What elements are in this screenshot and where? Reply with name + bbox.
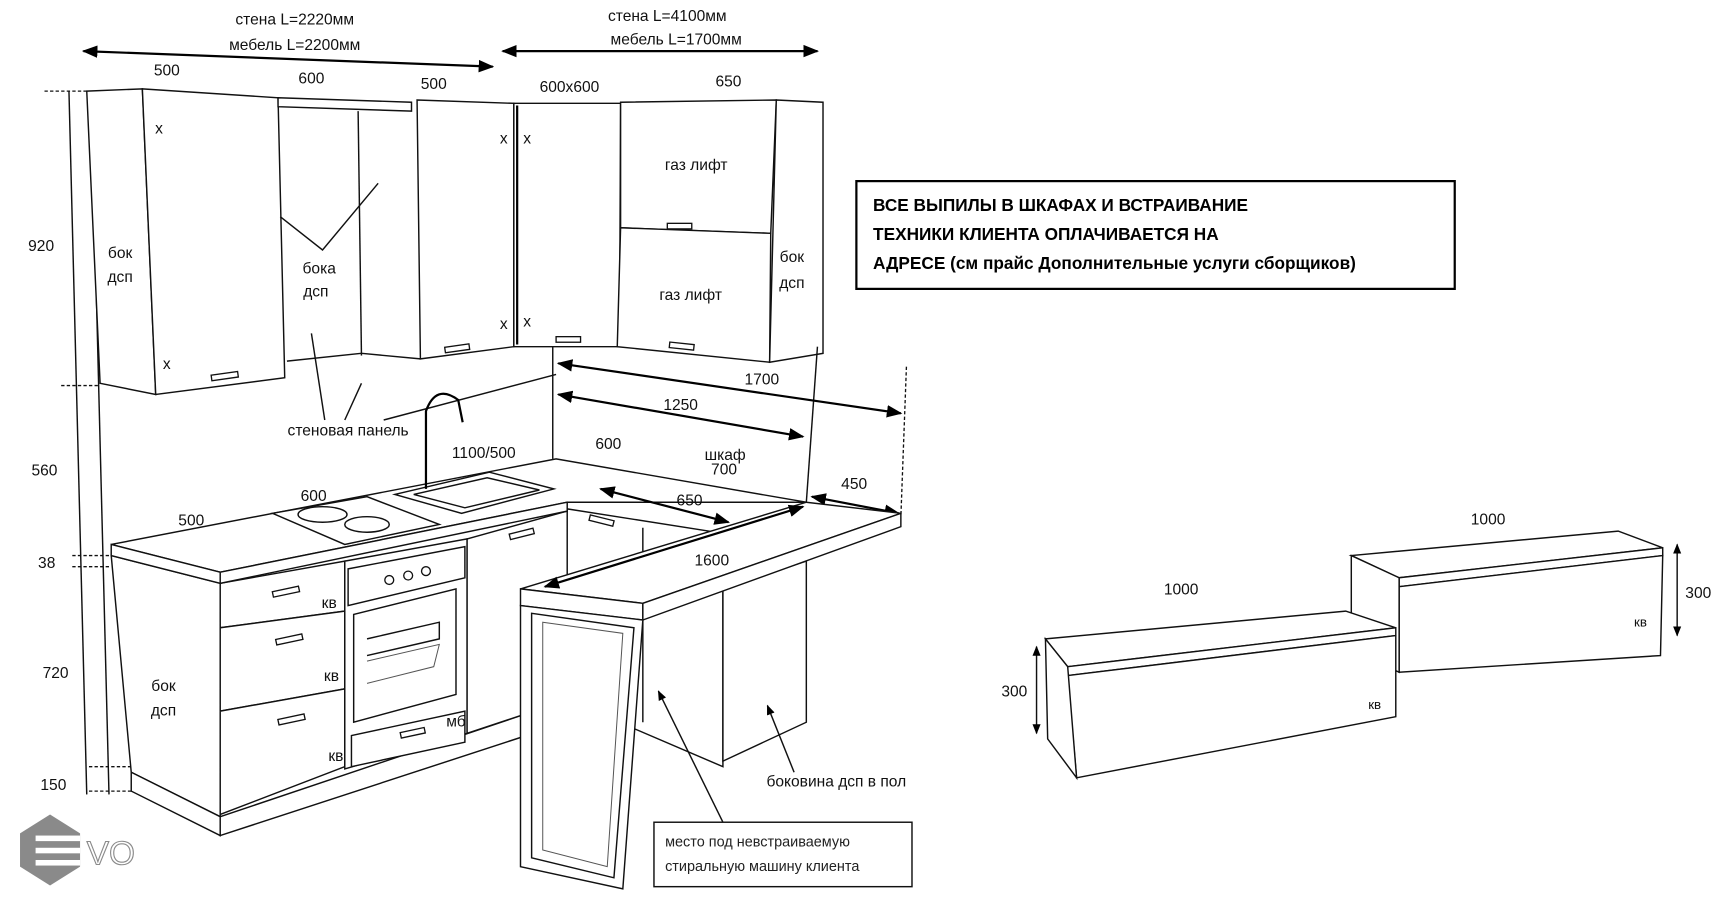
dim-450: 450 [841, 476, 867, 493]
label-side-dsp: бок [151, 678, 176, 695]
left-wall-length: стена L=2220мм [235, 11, 354, 28]
bench-2-height: 300 [1685, 585, 1711, 602]
handle [210, 370, 240, 382]
label-sides-dsp: бока [303, 260, 337, 277]
upper-width-2: 600 [298, 70, 324, 87]
height-560: 560 [32, 463, 58, 480]
evo-logo: VO [20, 814, 135, 886]
washer-note-box [653, 821, 913, 888]
label-side-dsp: дсп [151, 703, 176, 720]
upper-width-4: 600x600 [540, 79, 600, 96]
right-furniture-length: мебель L=1700мм [611, 31, 742, 48]
faucet [424, 392, 464, 489]
bench-2: 1000 300 кв [1348, 511, 1712, 674]
label-cabinet-depth: 700 [711, 461, 737, 478]
label-sink: 1100/500 [452, 445, 516, 462]
label-gas-lift: газ лифт [659, 287, 722, 304]
bench-1-kv: кв [1368, 697, 1381, 712]
hinge-mark: x [500, 316, 508, 333]
upper-cabinet-500-door [141, 88, 286, 396]
annotations: боковина дсп в пол место под невстраивае… [653, 690, 913, 888]
dim-500: 500 [178, 513, 204, 530]
notice-line: АДРЕСЕ (см прайс Дополнительные услуги с… [873, 253, 1356, 273]
label-side-dsp: бок [780, 249, 805, 266]
label-drawer-kv: кв [328, 748, 343, 765]
height-920: 920 [28, 238, 54, 255]
label-gas-lift: газ лифт [665, 157, 728, 174]
svg-text:VO: VO [87, 835, 135, 872]
hinge-mark: x [523, 314, 531, 331]
label-oven-drawer: мб [446, 714, 466, 731]
oven-drawer [350, 710, 466, 768]
dim-1600: 1600 [694, 553, 729, 570]
label-cabinet: шкаф [705, 447, 746, 464]
dim-600: 600 [595, 436, 621, 453]
hinge-mark: x [500, 130, 508, 147]
bench-1-width: 1000 [1164, 581, 1199, 598]
dim-1700: 1700 [745, 371, 780, 388]
wall-panel: стеновая панель 1700 1250 600 шкаф 700 4… [288, 333, 908, 517]
hinge-mark: x [163, 356, 171, 373]
label-drawer-kv: кв [322, 595, 337, 612]
top-dimensions: стена L=2220мм мебель L=2200мм стена L=4… [81, 8, 820, 96]
countertop: 600 500 1100/500 650 [110, 392, 807, 585]
label-side-dsp: бок [108, 245, 133, 262]
height-720: 720 [43, 665, 69, 682]
label-wall-panel: стеновая панель [288, 423, 409, 440]
label-drawer-kv: кв [324, 668, 339, 685]
upper-right-side-panel [768, 99, 824, 364]
dim-1250: 1250 [663, 397, 698, 414]
bar-counter: 1600 [519, 501, 902, 890]
notice-line: ВСЕ ВЫПИЛЫ В ШКАФАХ И ВСТРАИВАНИЕ [873, 195, 1248, 215]
oven-door [352, 587, 457, 724]
side-panel-to-floor [722, 560, 808, 763]
upper-cabinets: бок дсп бока дсп газ лифт газ лифт бок д… [85, 88, 824, 396]
handle [555, 336, 582, 343]
hob [269, 495, 442, 546]
height-38: 38 [38, 555, 55, 572]
open-shelf-top [277, 97, 413, 112]
bench-2-width: 1000 [1471, 511, 1506, 528]
sink [391, 471, 557, 515]
handle [443, 343, 471, 354]
bench-1: 1000 300 кв [1001, 581, 1397, 781]
handle [668, 341, 695, 351]
notice-line: ТЕХНИКИ КЛИЕНТА ОПЛАЧИВАЕТСЯ НА [873, 224, 1219, 244]
hinge-mark: x [155, 120, 163, 137]
dim-650: 650 [677, 493, 703, 510]
bench-2-kv: кв [1634, 615, 1647, 630]
upper-width-1: 500 [154, 63, 180, 80]
notice-box: ВСЕ ВЫПИЛЫ В ШКАФАХ И ВСТРАИВАНИЕ ТЕХНИК… [855, 180, 1456, 290]
hinge-mark: x [523, 130, 531, 147]
label-side-floor: боковина дсп в пол [767, 774, 907, 791]
bench-1-height: 300 [1001, 684, 1027, 701]
left-furniture-length: мебель L=2200мм [229, 37, 360, 54]
label-side-dsp: дсп [107, 269, 132, 286]
right-wall-length: стена L=4100мм [608, 8, 727, 25]
label-side-dsp: дсп [779, 275, 804, 292]
left-length-arrow [81, 45, 495, 73]
height-150: 150 [40, 777, 66, 794]
washer-note-line: стиральную машину клиента [665, 859, 860, 875]
handle [666, 222, 693, 230]
upper-width-5: 650 [715, 74, 741, 91]
washer-note-line: место под невстраиваемую [665, 835, 850, 851]
upper-width-3: 500 [421, 76, 447, 93]
dim-hob-600: 600 [301, 488, 327, 505]
label-sides-dsp: дсп [303, 284, 328, 301]
